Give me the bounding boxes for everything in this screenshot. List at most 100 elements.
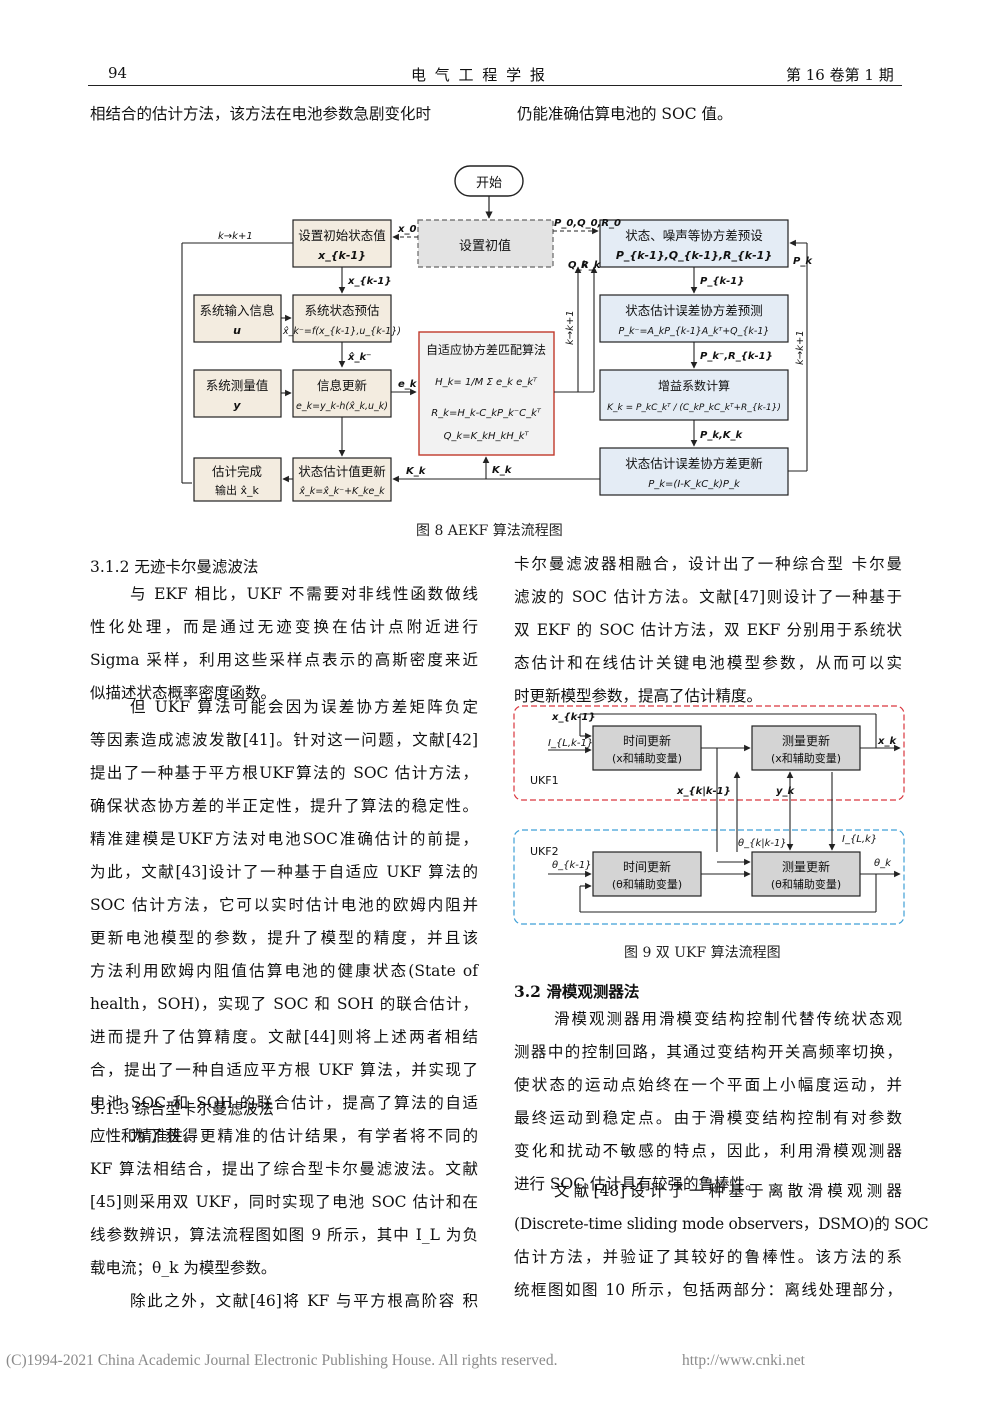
start-label: 开始 (476, 176, 502, 191)
footer-copyright: (C)1994-2021 China Academic Journal Elec… (6, 1352, 558, 1369)
text-line: 线参数辨识，算法流程图如图 9 所示，其中 I_L 为负 (90, 1226, 478, 1244)
err-pred-title: 状态估计误差协方差预测 (625, 303, 763, 318)
time-update-t-sub: (θ和辅助变量) (612, 877, 682, 891)
text-line: 为此，文献[43]设计了一种基于自适应 UKF 算法的 (90, 863, 478, 881)
label-xk: x_k (877, 736, 897, 747)
journal-title: 电 气 工 程 学 报 (411, 66, 547, 84)
state-update-title: 状态估计值更新 (298, 464, 386, 479)
state-pred-formula: x̂_k⁻=f(x_{k-1},u_{k-1}) (282, 326, 401, 337)
output-title: 估计完成 (212, 464, 262, 479)
label-theta-k: θ_k (874, 858, 892, 869)
text-line: KF 算法相结合，提出了综合型卡尔曼滤波法。文献 (90, 1160, 478, 1178)
section-3-1-3-title: 3.1.3 综合型卡尔曼滤波法 (90, 1100, 274, 1118)
text-line: SOC 估计方法，它可以实时估计电池的欧姆内阻并 (90, 896, 478, 914)
output-box (193, 457, 282, 502)
meas-update-t-sub: (θ和辅助变量) (771, 877, 841, 891)
text-line: 态估计和在线估计关键电池模型参数，从而可以实 (514, 654, 902, 672)
sec-32-paragraph-2: 文献[48]设计了一种基于离散滑模观测器 (Discrete-time slid… (514, 1175, 929, 1307)
text-line: 性化处理，而是通过无迹变换在估计点附近进行 (90, 618, 478, 636)
meas-update-x-box (751, 725, 861, 771)
output-formula: 输出 x̂_k (215, 483, 260, 497)
label-kk-b: K_k (492, 465, 513, 476)
label-xk-pred: x̂_k⁻ (347, 351, 371, 363)
label-x0: x_0 (397, 224, 416, 235)
err-update-formula: P_k=(I-K_kC_k)P_k (648, 479, 741, 490)
label-il-km1: I_{L,k-1} (548, 738, 593, 749)
noise-preset-formula: P_{k-1},Q_{k-1},R_{k-1} (616, 249, 772, 262)
text-line: 文献[48]设计了一种基于离散滑模观测器 (554, 1182, 902, 1200)
page-number: 94 (108, 64, 128, 82)
meas-update-t-title: 测量更新 (782, 859, 830, 874)
ukf2-label: UKF2 (530, 845, 559, 858)
meas-update-x-title: 测量更新 (782, 733, 830, 748)
text-line: 载电流；θ_k 为模型参数。 (90, 1259, 277, 1277)
ukf1-label: UKF1 (530, 774, 559, 787)
label-theta-km1: θ_{k-1} (552, 860, 592, 871)
text-line: 电池 SOC 和 SOH 的联合估计，提高了算法的自适 (90, 1094, 478, 1112)
text-line: 最终运动到稳定点。由于滑模变结构控制有对参数 (514, 1109, 902, 1127)
text-line: 更新电池模型的参数，提升了模型的精度，并且该 (90, 929, 478, 947)
text-line: 滑模观测器用滑模变结构控制代替传统状态观 (554, 1010, 902, 1028)
measure-formula: y (233, 399, 241, 412)
info-update-title: 信息更新 (317, 378, 367, 393)
time-update-x-sub: (x和辅助变量) (612, 751, 682, 765)
label-pk-r: P_k⁻,R_{k-1} (700, 351, 773, 362)
sys-input-formula: u (233, 324, 241, 337)
label-yk: y_k (776, 786, 796, 797)
meas-update-t-box (751, 851, 861, 897)
label-x-kk1: x_{k|k-1} (676, 786, 731, 797)
text-line: 双 EKF 的 SOC 估计方法，双 EKF 分别用于系统状 (514, 621, 902, 639)
text-line: 方法利用欧姆内阻值估算电池的健康状态(State of (90, 962, 478, 980)
text-line: 似描述状态概率密度函数。 (90, 684, 277, 702)
set-initial-label: 设置初值 (459, 238, 511, 254)
label-kk-a: K_k (406, 466, 427, 477)
text-line: 与 EKF 相比，UKF 不需要对非线性函数做线 (130, 585, 478, 603)
state-update-formula: x̂_k=x̂_k⁻+K_ke_k (298, 486, 385, 497)
text-line: 合，提出了一种自适应平方根 UKF 算法，并实现了 (90, 1061, 478, 1079)
err-update-box (599, 447, 789, 496)
label-rk: R_k (581, 260, 602, 271)
label-loop-mid: k→k+1 (565, 310, 576, 345)
top-left-line: 相结合的估计方法，该方法在电池参数急剧变化时 (90, 105, 432, 123)
sys-input-title: 系统输入信息 (199, 303, 274, 318)
figure-9-caption: 图 9 双 UKF 算法流程图 (624, 945, 781, 961)
text-line: 等因素造成滤波发散[41]。针对这一问题，文献[42] (90, 731, 478, 749)
label-x-km1: x_{k-1} (551, 712, 595, 723)
gain-title: 增益系数计算 (658, 378, 730, 393)
label-pk: P_k (793, 256, 813, 267)
label-loop-left: k→k+1 (218, 231, 253, 242)
noise-preset-box (599, 219, 789, 268)
sec-313-paragraph-1: 为了获得更精准的估计结果，有学者将不同的 KF 算法相结合，提出了综合型卡尔曼滤… (90, 1120, 478, 1318)
text-line: 滤波的 SOC 估计方法。文献[47]则设计了一种基于 (514, 588, 902, 606)
text-line: 除此之外，文献[46]将 KF 与平方根高阶容 积 (130, 1292, 478, 1310)
sec-312-paragraph-2: 但 UKF 算法可能会因为误差协方差矩阵负定 等因素造成滤波发散[41]。针对这… (90, 691, 478, 1153)
text-line: 精准建模是UKF方法对电池SOC准确估计的前提， (90, 830, 478, 848)
label-pkm1: P_{k-1} (700, 276, 744, 287)
text-line: [45]则采用双 UKF，同时实现了电池 SOC 估计和在 (90, 1193, 478, 1211)
ukf1-frame (513, 705, 905, 801)
label-ek: e_k (398, 379, 418, 390)
label-xkm1: x_{k-1} (347, 276, 391, 287)
label-il-k: I_{L,k} (842, 834, 877, 845)
right-col-paragraph-1: 卡尔曼滤波器相融合，设计出了一种综合型 卡尔曼 滤波的 SOC 估计方法。文献[… (514, 548, 902, 713)
adaptive-formula-q: Q_k=K_kH_kH_kᵀ (444, 431, 530, 442)
text-line: 进行 SOC 估计具有较强的鲁棒性。 (514, 1175, 761, 1193)
label-p0: P_0,Q_0,R_0 (554, 218, 621, 229)
state-update-box (292, 457, 392, 502)
label-theta-kk1: θ_{k|k-1} (738, 838, 787, 849)
sec-312-paragraph-1: 与 EKF 相比，UKF 不需要对非线性函数做线 性化处理，而是通过无迹变换在估… (90, 578, 478, 710)
adaptive-formula-r: R_k=H_k-C_kP_k⁻C_kᵀ (431, 408, 542, 419)
text-line: Sigma 采样，利用这些采样点表示的高斯密度来近 (90, 651, 478, 669)
text-line: 确保状态协方差的半正定性，提升了算法的稳定性。 (90, 797, 478, 815)
sys-input-box (193, 294, 282, 343)
init-state-title: 设置初始状态值 (298, 228, 386, 243)
ukf2-frame (513, 829, 905, 925)
text-line: 但 UKF 算法可能会因为误差协方差矩阵负定 (130, 698, 478, 716)
text-line: 变化和扰动不敏感的特点，因此，利用滑模观测器 (514, 1142, 902, 1160)
err-update-title: 状态估计误差协方差更新 (625, 456, 763, 471)
text-line: 应性和精准性。 (90, 1127, 199, 1145)
header-rule (88, 85, 902, 86)
time-update-x-title: 时间更新 (623, 733, 671, 748)
err-pred-formula: P_k⁻=A_kP_{k-1}A_kᵀ+Q_{k-1} (619, 326, 770, 337)
footer-url[interactable]: http://www.cnki.net (682, 1352, 805, 1369)
